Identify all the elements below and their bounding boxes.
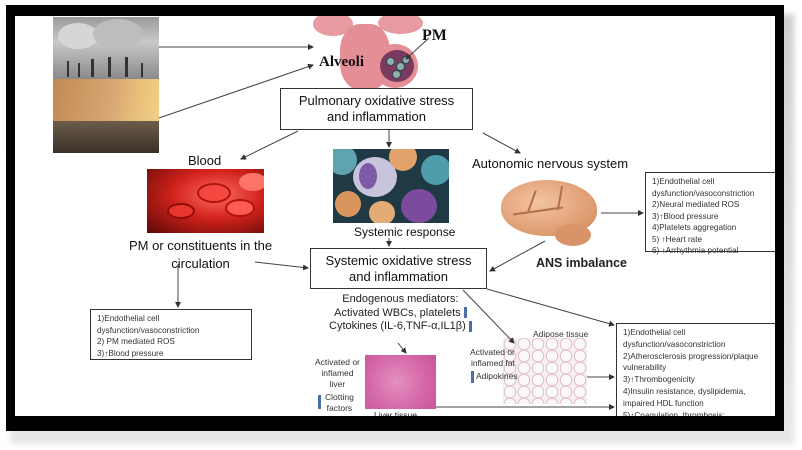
systemic-effect-item: dysfunction/vasoconstriction (623, 339, 726, 349)
ans-effect-item: 5) ↑Heart rate (652, 234, 703, 244)
pulmonary-line-1: Pulmonary oxidative stress (298, 93, 455, 108)
systemic-effect-item: 5)↑Coagulation, thrombosis; (623, 410, 725, 416)
systemic-effect-item: impaired HDL function (623, 398, 704, 408)
accent-bar (471, 371, 474, 383)
arrow-pulmonary-to-ans (482, 132, 521, 154)
brain-image (501, 176, 601, 252)
systemic-effects-box: 1)Endothelial cell dysfunction/vasoconst… (616, 323, 775, 416)
accent-bar (468, 320, 472, 332)
fat-line-1: Activated or (470, 347, 515, 357)
accent-bar (318, 395, 321, 409)
ans-effect-item: 2)Neural mediated ROS (652, 200, 740, 209)
ans-effects-box: 1)Endothelial cell dysfunction/vasoconst… (645, 172, 775, 255)
systemic-effect-item: 3)↑Thrombogenicity (623, 375, 695, 385)
circulation-effect-item: dysfunction/vasoconstriction (97, 325, 200, 335)
blood-label: Blood (188, 153, 222, 168)
systemic-line-2: and inflammation (349, 269, 448, 284)
systemic-effect-item: vulnerability (623, 363, 667, 373)
mediators-line-1: Activated WBCs, platelets (334, 306, 461, 319)
endogenous-mediators: Endogenous mediators: Activated WBCs, pl… (329, 293, 472, 334)
adipokines-label: Adipokines (476, 371, 518, 381)
ans-imbalance-label: ANS imbalance (536, 256, 628, 270)
diagram-canvas: PM Alveoli Pulmonary oxidative stress an… (15, 16, 775, 416)
arrow-dust-to-alveoli (158, 63, 314, 119)
systemic-effect-item: 1)Endothelial cell (623, 328, 686, 337)
circulation-line-2: circulation (171, 256, 230, 271)
liver-line-3: liver (329, 379, 346, 389)
pulmonary-line-2: and inflammation (327, 109, 426, 124)
ans-effect-item: 1)Endothelial cell (652, 177, 715, 186)
arrow-pulmonary-to-blood (240, 130, 299, 160)
pollution-image (53, 17, 159, 153)
circulation-label: PM or constituents in the circulation (129, 237, 272, 273)
immune-cells-image (333, 149, 449, 223)
systemic-effect-item: 2)Atherosclerosis progression/plaque (623, 351, 759, 361)
liver-tissue-image (365, 355, 436, 409)
arrow-circulation-to-systemic (254, 261, 309, 271)
liver-label: Activated or inflamed liver (315, 357, 360, 390)
systemic-response-label: Systemic response (354, 225, 456, 239)
arrow-systemic-to-fat (462, 289, 515, 344)
alveoli-label: Alveoli (319, 54, 364, 70)
clotting-line-2: factors (326, 403, 353, 413)
fat-line-2: inflamed fat (470, 358, 515, 368)
ans-effect-item: dysfunction/vasoconstriction (652, 188, 755, 198)
adipose-tissue-caption: Adipose tissue (533, 329, 589, 339)
systemic-effect-item: 4)Insulin resistance, dyslipidemia, (623, 386, 746, 396)
arrow-systemic-to-effects (486, 288, 615, 327)
ans-effect-item: 6) ↑Arrhythmia potential (652, 246, 739, 255)
liver-tissue-caption: Liver tissue (374, 410, 417, 416)
pm-label: PM (422, 27, 447, 44)
circulation-line-1: PM or constituents in the (129, 238, 273, 253)
accent-bar (463, 307, 467, 319)
fat-label: Activated or inflamed fat (470, 347, 515, 369)
circulation-effect-item: 1)Endothelial cell (97, 314, 160, 323)
liver-line-1: Activated or (315, 357, 360, 367)
arrow-ans-to-systemic (489, 240, 546, 272)
circulation-effect-item: 3)↑Blood pressure (97, 348, 164, 358)
circulation-effect-item: 2) PM mediated ROS (97, 337, 175, 346)
ans-label: Autonomic nervous system (472, 156, 629, 171)
arrow-pm-pointer (405, 37, 430, 60)
clotting-factors-label: Clotting factors (325, 392, 354, 414)
blood-image (147, 169, 264, 233)
circulation-effects-box: 1)Endothelial cell dysfunction/vasoconst… (90, 309, 252, 360)
clotting-line-1: Clotting (325, 392, 354, 402)
liver-line-2: inflamed (321, 368, 354, 378)
mediators-line-2: Cytokines (IL-6,TNF-α,IL1β) (329, 320, 466, 332)
ans-effect-item: 3)↑Blood pressure (652, 211, 719, 221)
ans-effect-item: 4)Platelets aggregation (652, 223, 737, 232)
arrow-mediators-to-liver (397, 342, 407, 354)
mediators-title: Endogenous mediators: (342, 293, 459, 305)
adipose-tissue-image (503, 338, 587, 404)
systemic-oxidative-stress-box: Systemic oxidative stress and inflammati… (310, 248, 487, 289)
connector-arrows (158, 37, 644, 410)
alveoli-image (308, 16, 428, 92)
systemic-line-1: Systemic oxidative stress (325, 253, 472, 268)
pulmonary-oxidative-stress-box: Pulmonary oxidative stress and inflammat… (280, 88, 473, 130)
